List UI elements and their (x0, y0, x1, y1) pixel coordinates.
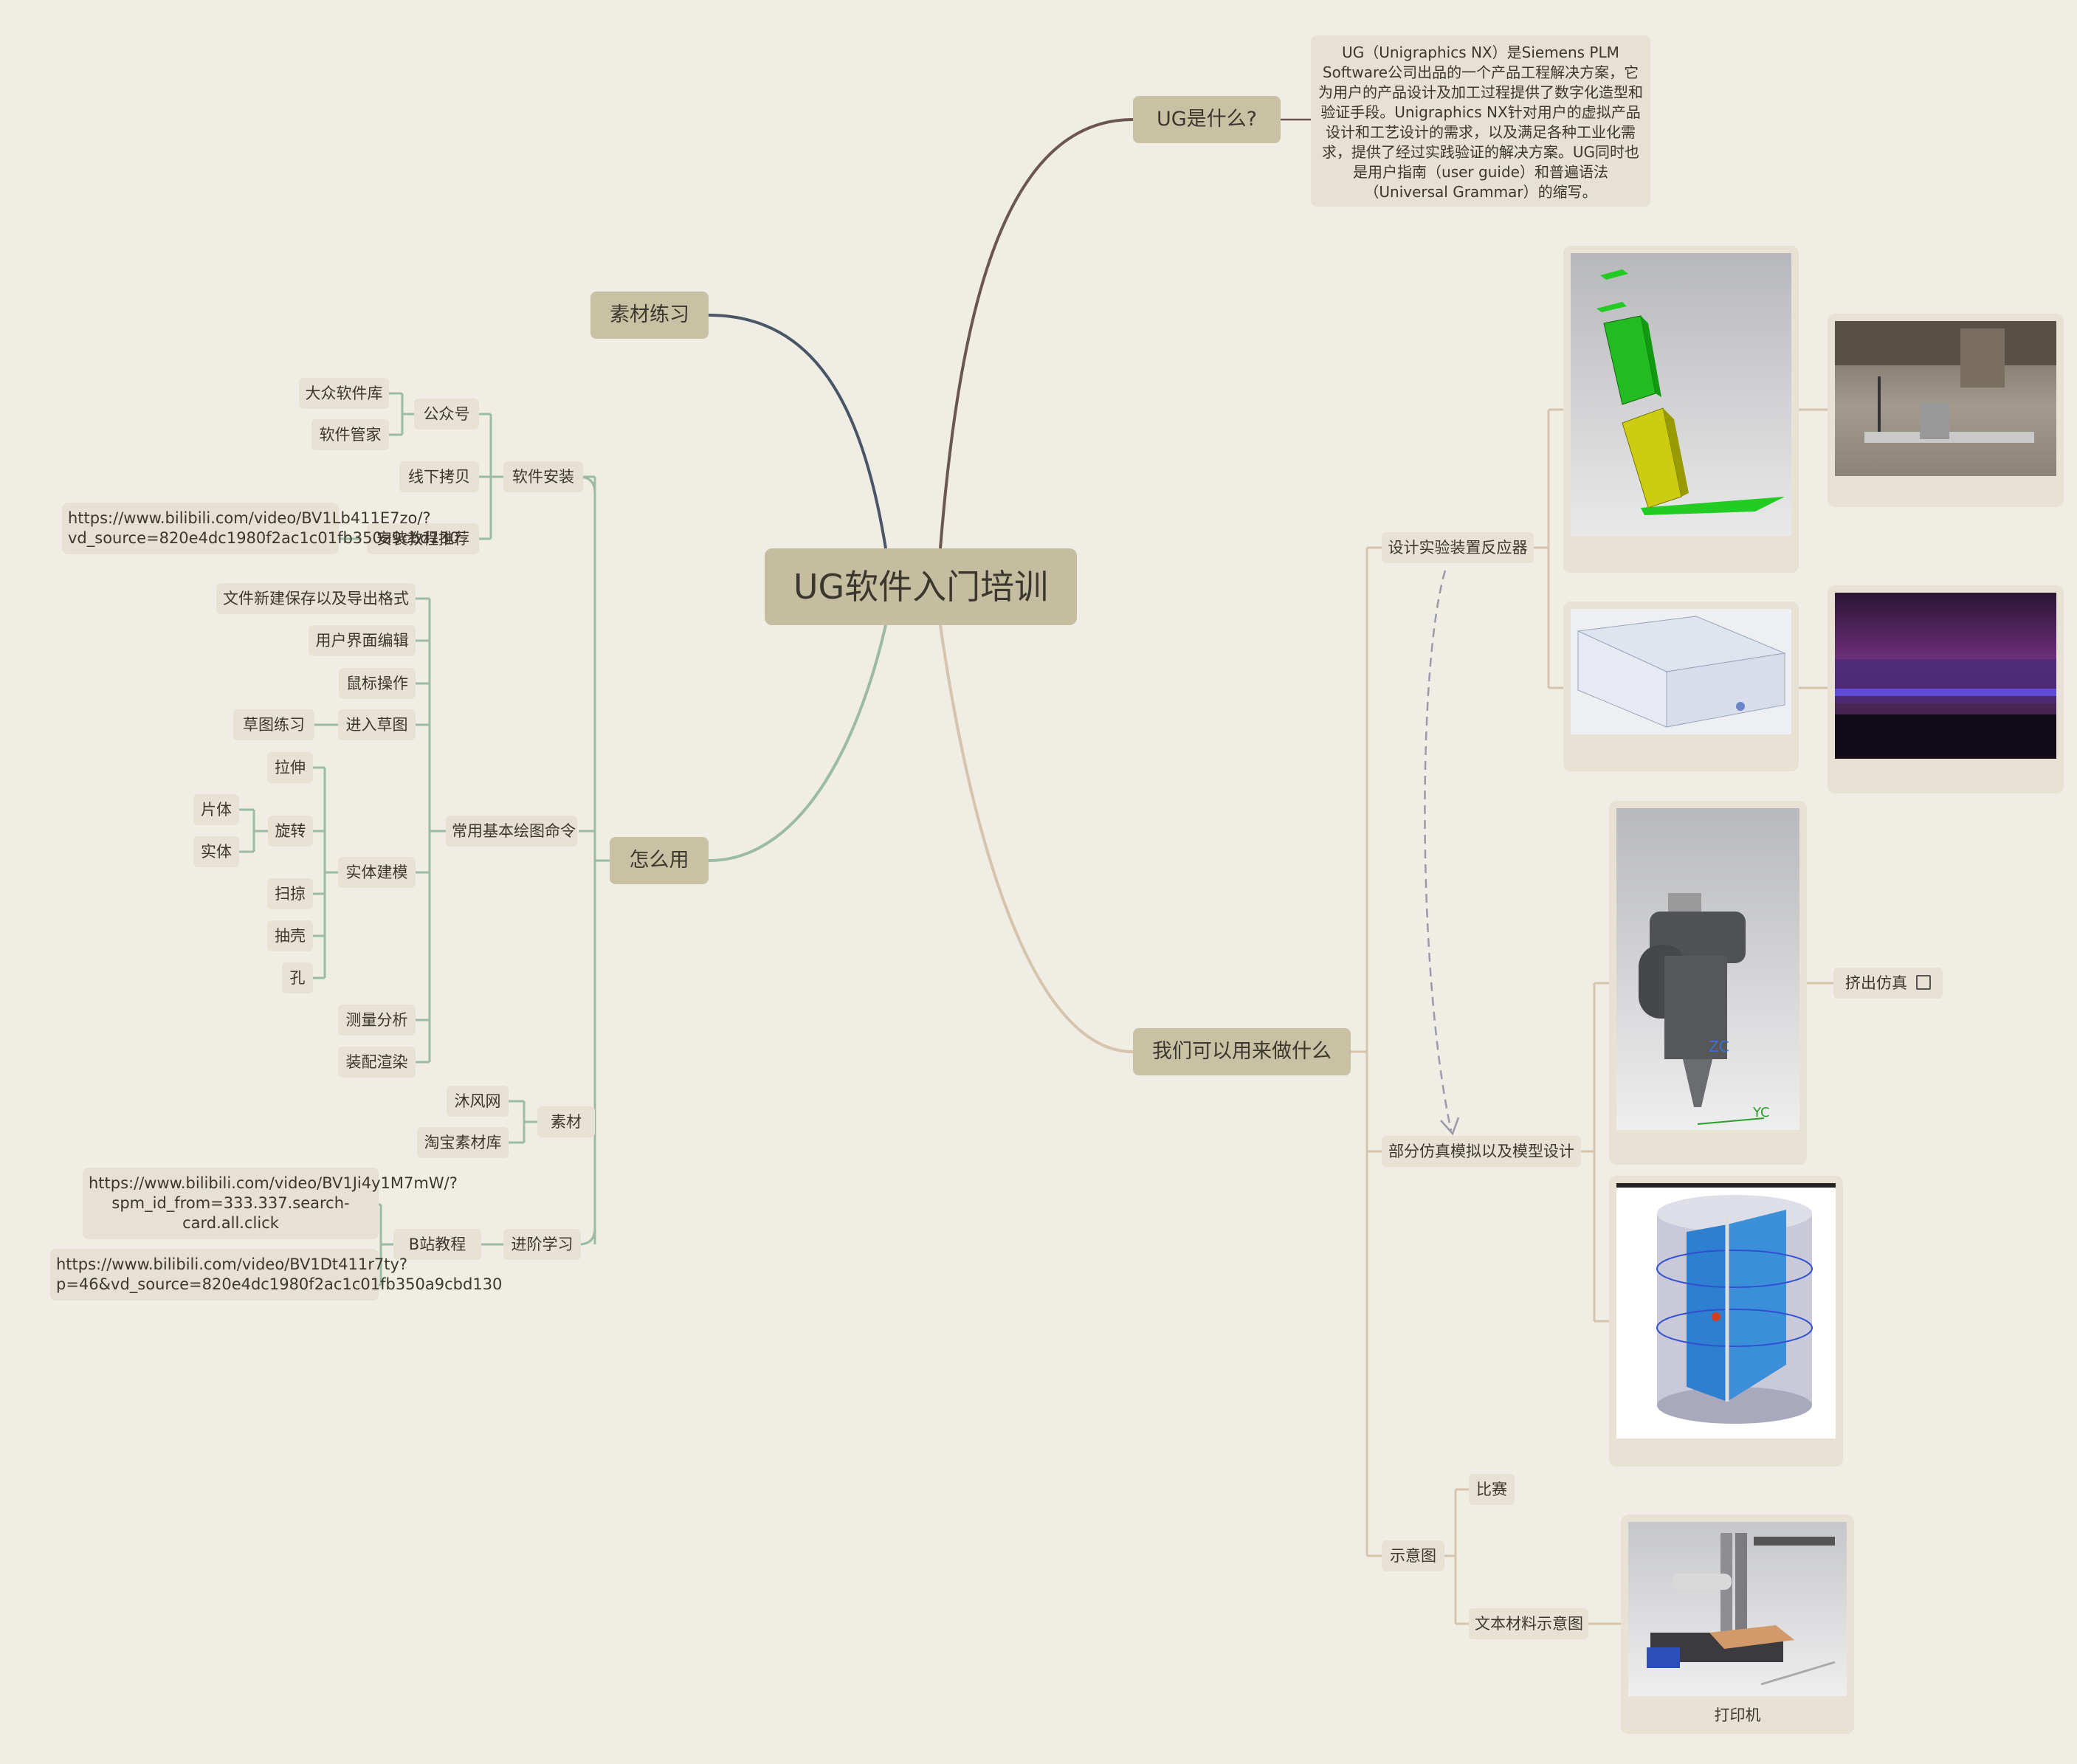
acrylic-cad-drawing (1577, 616, 1786, 728)
leaf-offline-copy[interactable]: 线下拷贝 (399, 461, 479, 492)
link-root-what (939, 118, 1134, 549)
mixing-tank-drawing (1656, 1195, 1813, 1424)
image-card-mixing-tank[interactable] (1609, 1176, 1843, 1467)
subtopic-basic-commands[interactable]: 常用基本绘图命令 (446, 816, 577, 847)
leaf-file-save-export[interactable]: 文件新建保存以及导出格式 (216, 583, 416, 614)
subtopic-materials[interactable]: 素材 (537, 1106, 595, 1137)
subtopic-advanced-learning[interactable]: 进阶学习 (503, 1229, 581, 1260)
leaf-mufeng-site[interactable]: 沐风网 (447, 1086, 509, 1117)
printer-image (1628, 1522, 1847, 1696)
leaf-solid-body[interactable]: 实体 (193, 836, 239, 867)
leaf-hole[interactable]: 孔 (282, 962, 313, 993)
mixing-tank-image (1616, 1183, 1836, 1439)
printer-drawing (1647, 1533, 1836, 1686)
uv-photo-drawing (1835, 659, 2056, 759)
leaf-ui-edit[interactable]: 用户界面编辑 (309, 625, 416, 656)
topic-how-to-use[interactable]: 怎么用 (610, 837, 709, 884)
ug-description-note: UG（Unigraphics NX）是Siemens PLM Software公… (1311, 35, 1650, 207)
link-bilibili-tutorial-2[interactable]: https://www.bilibili.com/video/BV1Dt411r… (50, 1249, 502, 1300)
leaf-measure-analysis[interactable]: 测量分析 (338, 1005, 416, 1036)
attachment-icon[interactable] (1916, 975, 1931, 990)
acrylic-cad-image (1571, 609, 1791, 734)
root-topic[interactable]: UG软件入门培训 (765, 548, 1077, 625)
image-card-printer[interactable]: 打印机 (1621, 1515, 1854, 1734)
leaf-taobao-library[interactable]: 淘宝素材库 (417, 1127, 509, 1158)
subtopic-software-install[interactable]: 软件安装 (503, 461, 583, 492)
printer-caption: 打印机 (1714, 1706, 1761, 1724)
leaf-sketch-practice[interactable]: 草图练习 (233, 709, 314, 740)
subtopic-enter-sketch[interactable]: 进入草图 (338, 709, 416, 740)
svg-text:ZC: ZC (1709, 1038, 1729, 1055)
subtopic-revolve[interactable]: 旋转 (268, 816, 313, 847)
link-bilibili-tutorial-1[interactable]: https://www.bilibili.com/video/BV1Ji4y1M… (83, 1168, 458, 1239)
subtopic-schematic[interactable]: 示意图 (1382, 1540, 1444, 1571)
link-root-usage (939, 624, 1134, 1053)
topic-what-we-can-do[interactable]: 我们可以用来做什么 (1133, 1028, 1351, 1075)
link-install-tutorial[interactable]: https://www.bilibili.com/video/BV1Lb411E… (62, 503, 459, 554)
leaf-sweep[interactable]: 扫掠 (267, 878, 313, 909)
image-card-extruder-model[interactable]: ZC YC (1609, 801, 1807, 1165)
leaf-dazhong-software[interactable]: 大众软件库 (299, 378, 389, 409)
reactor-photo-drawing (1835, 321, 2056, 443)
leaf-text-material-schematic[interactable]: 文本材料示意图 (1469, 1608, 1588, 1639)
leaf-extrude[interactable]: 拉伸 (267, 752, 313, 783)
leaf-shell[interactable]: 抽壳 (267, 920, 313, 951)
reactor-cad-drawing (1596, 269, 1785, 515)
subtopic-design-reactor[interactable]: 设计实验装置反应器 (1382, 532, 1534, 563)
image-card-acrylic-cad[interactable] (1563, 602, 1799, 771)
leaf-assembly-render[interactable]: 装配渲染 (338, 1047, 416, 1078)
image-card-reactor-cad[interactable] (1563, 246, 1799, 573)
subtopic-bilibili-tutorials[interactable]: B站教程 (393, 1229, 481, 1260)
link-root-material (708, 314, 887, 549)
subtopic-install-tutorial[interactable]: 安装教程推荐 (367, 523, 479, 554)
reactor-cad-image (1571, 253, 1791, 536)
subtopic-solid-modeling[interactable]: 实体建模 (338, 857, 416, 888)
extruder-model-image: ZC YC (1616, 808, 1799, 1130)
uv-photo-image (1835, 593, 2056, 759)
leaf-software-manager[interactable]: 软件管家 (311, 419, 389, 450)
leaf-sheet-body[interactable]: 片体 (193, 794, 239, 825)
leaf-mouse-operation[interactable]: 鼠标操作 (339, 668, 416, 699)
topic-what-is-ug[interactable]: UG是什么? (1133, 96, 1281, 143)
extruder-model-drawing: ZC YC (1639, 893, 1770, 1125)
subtopic-wechat-account[interactable]: 公众号 (414, 399, 479, 430)
link-root-how (708, 624, 887, 862)
subtopic-simulation-modeling[interactable]: 部分仿真模拟以及模型设计 (1382, 1136, 1581, 1167)
leaf-extrusion-simulation[interactable]: 挤出仿真 (1833, 968, 1943, 999)
image-card-uv-photo[interactable] (1828, 585, 2064, 793)
image-card-reactor-photo[interactable] (1828, 314, 2064, 507)
svg-text:YC: YC (1752, 1105, 1770, 1120)
extrusion-simulation-label: 挤出仿真 (1845, 974, 1907, 992)
dashed-relation-arrow (1424, 570, 1453, 1131)
topic-material-practice[interactable]: 素材练习 (590, 292, 709, 339)
leaf-competition[interactable]: 比赛 (1469, 1474, 1515, 1505)
reactor-photo-image (1835, 321, 2056, 476)
